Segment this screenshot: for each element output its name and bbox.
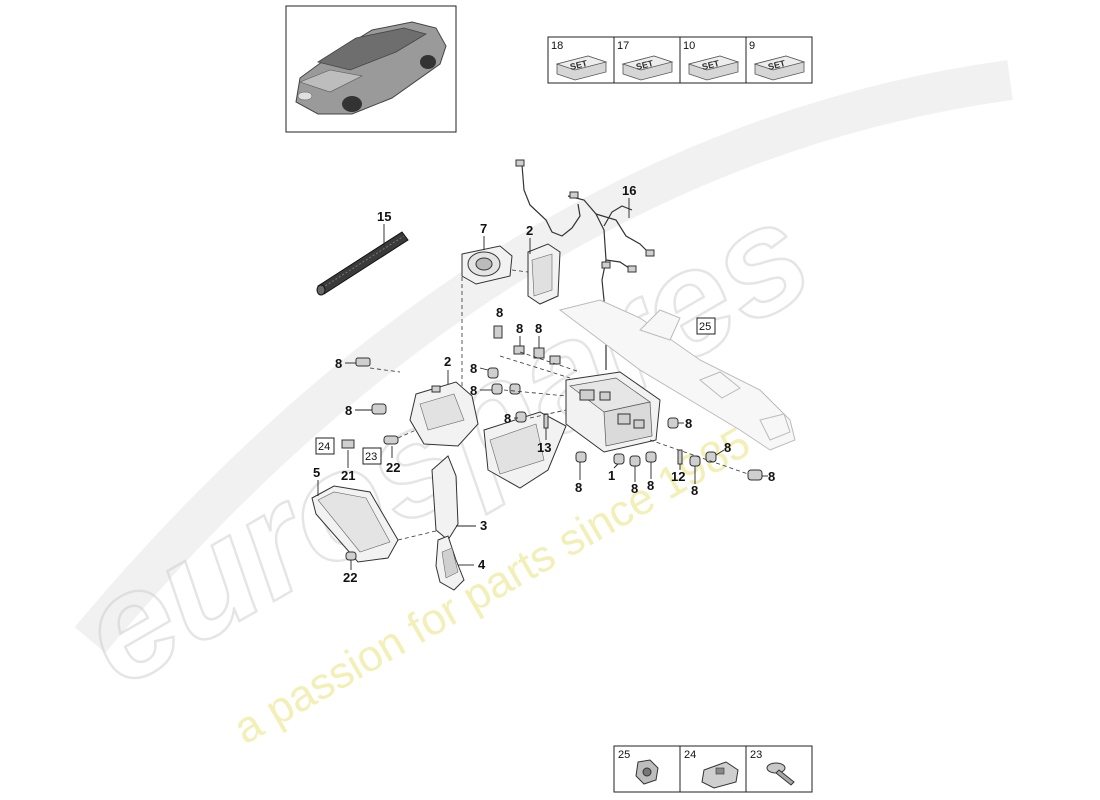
connector-parts bbox=[341, 325, 763, 561]
callout-8: 8 bbox=[631, 481, 638, 496]
callout-22: 22 bbox=[386, 460, 400, 475]
callout-13: 13 bbox=[537, 440, 551, 455]
callout-4: 4 bbox=[478, 557, 486, 572]
fastener-boxes-table: 25 24 23 bbox=[613, 745, 813, 793]
car-icon bbox=[295, 21, 447, 115]
set-kit-icon: SET bbox=[687, 55, 740, 81]
callout-7: 7 bbox=[480, 221, 487, 236]
set-boxes-table: 18 SET 17 SET 10 SET 9 SET bbox=[547, 36, 813, 84]
callout-8: 8 bbox=[685, 416, 692, 431]
part-3-flap: 3 bbox=[431, 455, 487, 541]
callout-2: 2 bbox=[526, 223, 533, 238]
callout-21: 21 bbox=[341, 468, 355, 483]
part-5-evaporator-housing: 5 bbox=[311, 465, 441, 563]
callout-24: 24 bbox=[318, 441, 330, 453]
callout-8: 8 bbox=[470, 361, 477, 376]
nut-icon bbox=[635, 759, 659, 785]
callout-8: 8 bbox=[345, 403, 352, 418]
vehicle-thumbnail bbox=[285, 5, 457, 133]
fastener-box-number: 24 bbox=[684, 749, 696, 761]
callout-23: 23 bbox=[365, 451, 377, 463]
part-4-bracket: 4 bbox=[435, 535, 486, 591]
clip-icon bbox=[701, 761, 739, 789]
callout-8: 8 bbox=[768, 469, 775, 484]
callout-15: 15 bbox=[377, 209, 391, 224]
set-box-number: 18 bbox=[551, 40, 563, 52]
callout-22: 22 bbox=[343, 570, 357, 585]
callout-8: 8 bbox=[496, 305, 503, 320]
callout-1: 1 bbox=[608, 468, 615, 483]
screw-icon bbox=[766, 762, 795, 786]
set-kit-icon: SET bbox=[621, 55, 674, 81]
set-box-number: 9 bbox=[749, 40, 755, 52]
callout-25: 25 bbox=[699, 321, 711, 333]
callout-8: 8 bbox=[504, 411, 511, 426]
callout-8: 8 bbox=[516, 321, 523, 336]
part-2-housing-upper: 2 bbox=[511, 223, 561, 305]
callout-8: 8 bbox=[470, 383, 477, 398]
callout-16: 16 bbox=[622, 183, 636, 198]
dashboard-carrier-outline bbox=[558, 299, 796, 451]
callout-8: 8 bbox=[647, 478, 654, 493]
part-7-blower-motor: 7 bbox=[461, 221, 513, 398]
part-15-hose: 15 bbox=[316, 209, 409, 296]
set-label: SET bbox=[569, 58, 589, 72]
callout-12: 12 bbox=[671, 469, 685, 484]
callout-5: 5 bbox=[313, 465, 320, 480]
set-label: SET bbox=[635, 58, 655, 72]
callout-8: 8 bbox=[724, 440, 731, 455]
set-label: SET bbox=[701, 58, 721, 72]
callout-8: 8 bbox=[575, 480, 582, 495]
set-box-number: 17 bbox=[617, 40, 629, 52]
set-box-number: 10 bbox=[683, 40, 695, 52]
callout-8: 8 bbox=[335, 356, 342, 371]
callout-3: 3 bbox=[480, 518, 487, 533]
fastener-box-number: 25 bbox=[618, 749, 630, 761]
set-kit-icon: SET bbox=[753, 55, 806, 81]
fastener-box-number: 23 bbox=[750, 749, 762, 761]
callout-8: 8 bbox=[691, 483, 698, 498]
callout-8: 8 bbox=[535, 321, 542, 336]
hvac-central-unit bbox=[483, 371, 661, 489]
set-kit-icon: SET bbox=[555, 55, 608, 81]
part-25-reference: 25 bbox=[696, 317, 716, 335]
callout-labels: 8 8 8 8 8 8 8 8 13 24 21 23 22 22 8 8 1 bbox=[315, 305, 775, 585]
callout-2: 2 bbox=[444, 354, 451, 369]
part-2-housing-lower: 2 bbox=[409, 354, 479, 447]
set-label: SET bbox=[767, 58, 787, 72]
